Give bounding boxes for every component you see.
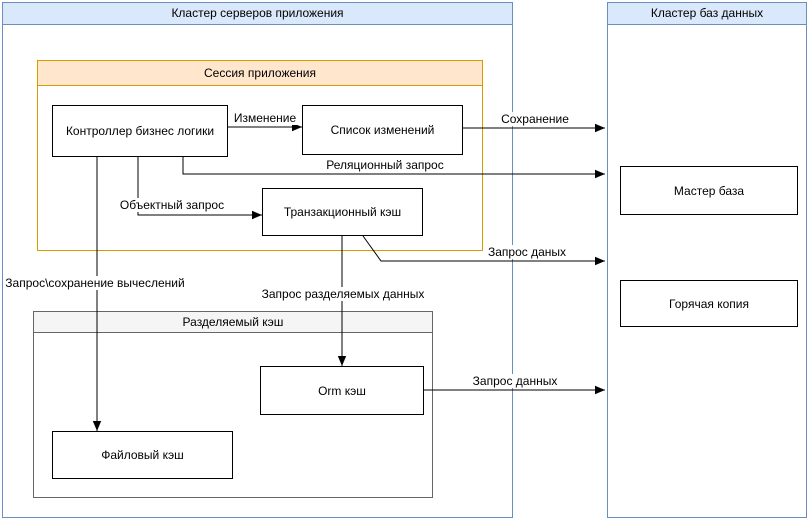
edge-label-save: Сохранение [499, 112, 571, 126]
node-master-db: Мастер база [620, 166, 798, 215]
app-cluster-title: Кластер серверов приложения [3, 3, 512, 25]
edge-label-data-request-orm: Запрос данных [470, 374, 560, 388]
node-business-logic-controller: Контроллер бизнес логики [52, 105, 228, 157]
edge-label-shared-data-request: Запрос разделяемых данных [259, 287, 427, 301]
edge-label-data-request-tx: Запрос даных [485, 245, 569, 259]
edge-label-change: Изменение [231, 111, 299, 125]
node-change-list: Список изменений [302, 105, 463, 155]
session-title: Сессия приложения [38, 61, 482, 86]
node-hot-copy: Горячая копия [620, 280, 798, 327]
db-cluster-title: Кластер баз данных [608, 3, 806, 25]
node-file-cache: Файловый кэш [52, 431, 233, 479]
container-db-cluster: Кластер баз данных [607, 2, 807, 518]
node-orm-cache: Orm кэш [260, 366, 424, 415]
edge-label-request-save-computations: Запрос\сохранение вычеслений [3, 276, 187, 290]
node-transactional-cache: Транзакционный кэш [262, 188, 423, 236]
edge-label-relational-query: Реляционный запрос [324, 158, 446, 172]
shared-cache-title: Разделяемый кэш [34, 312, 432, 333]
edge-label-object-query: Объектный запрос [117, 198, 227, 212]
